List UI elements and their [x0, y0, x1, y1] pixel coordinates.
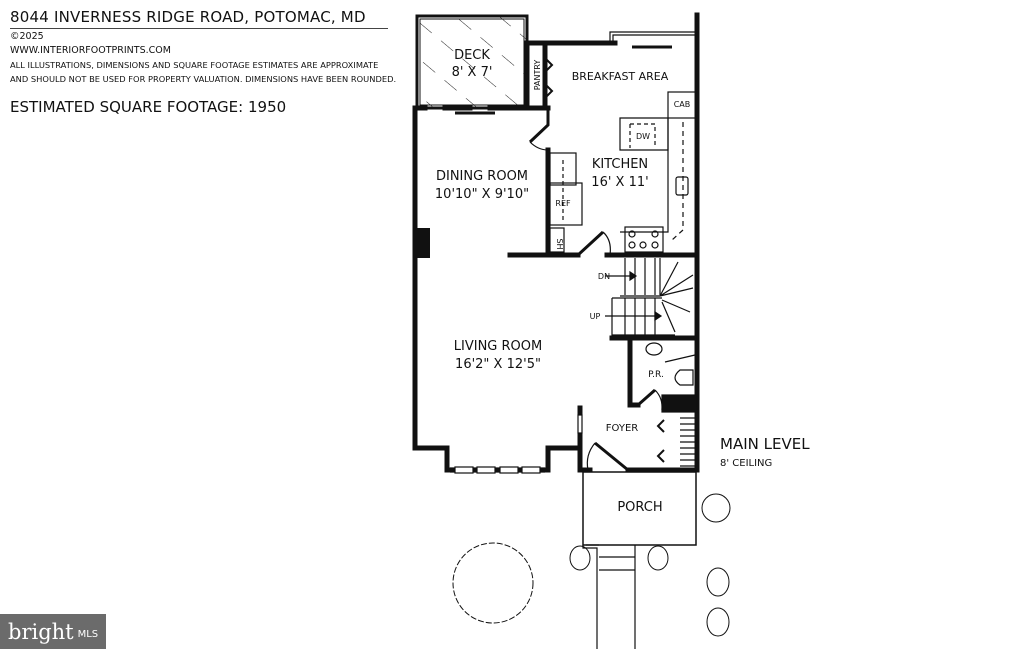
deck-label: DECK — [454, 48, 490, 63]
kitchen-label: KITCHEN — [592, 157, 648, 172]
kitchen-dims: 16' X 11' — [591, 175, 648, 190]
website: WWW.INTERIORFOOTPRINTS.COM — [10, 45, 171, 56]
sh-label: SH — [555, 238, 564, 249]
deck — [415, 14, 529, 110]
living-label: LIVING ROOM — [454, 339, 542, 354]
cab-label: CAB — [674, 100, 691, 109]
breakfast-label: BREAKFAST AREA — [572, 70, 669, 83]
dining-dims: 10'10" X 9'10" — [435, 187, 529, 202]
landscaping — [452, 493, 731, 637]
living-dims: 16'2" X 12'5" — [455, 357, 541, 372]
powder-room-label: P.R. — [648, 370, 664, 380]
level-name: MAIN LEVEL — [720, 435, 810, 453]
porch-label: PORCH — [617, 500, 662, 515]
title-underline — [10, 28, 388, 29]
deck-dims: 8' X 7' — [452, 65, 493, 80]
fireplace — [417, 228, 430, 258]
ref-label: REF — [555, 199, 571, 208]
dn-label: DN — [598, 272, 610, 281]
dining-label: DINING ROOM — [436, 169, 528, 184]
foyer-label: FOYER — [606, 423, 639, 434]
logo-brand: bright — [8, 619, 74, 644]
up-label: UP — [590, 312, 601, 321]
copyright: ©2025 — [10, 31, 44, 42]
disclaimer-line-2: AND SHOULD NOT BE USED FOR PROPERTY VALU… — [10, 74, 397, 84]
pantry-label: PANTRY — [533, 60, 542, 91]
ceiling-height: 8' CEILING — [720, 458, 772, 469]
dw-label: DW — [636, 132, 650, 141]
disclaimer-line-1: ALL ILLUSTRATIONS, DIMENSIONS AND SQUARE… — [10, 60, 379, 70]
bright-mls-logo: bright MLS — [0, 614, 106, 649]
property-address: 8044 INVERNESS RIDGE ROAD, POTOMAC, MD — [10, 8, 366, 26]
square-footage: ESTIMATED SQUARE FOOTAGE: 1950 — [10, 98, 287, 116]
logo-suffix: MLS — [77, 629, 99, 640]
